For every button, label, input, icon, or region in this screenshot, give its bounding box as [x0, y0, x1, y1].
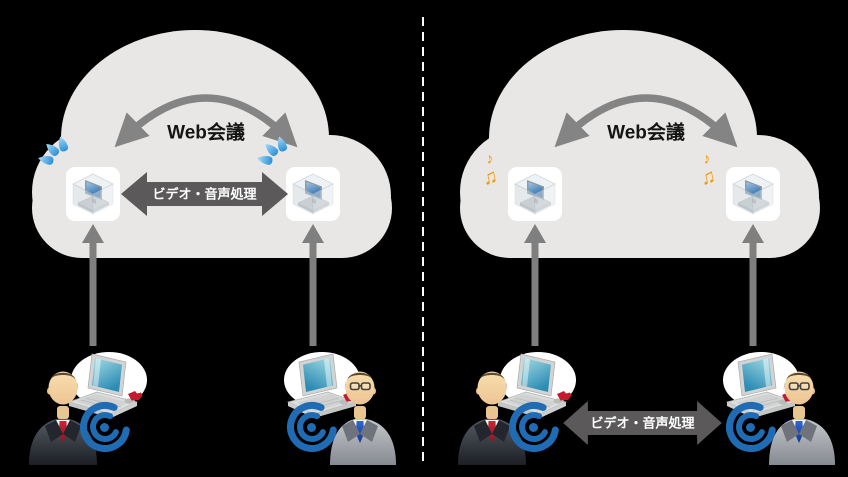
user-with-laptop-left — [29, 352, 147, 465]
upload-arrow — [302, 224, 324, 346]
cloud-server-icon — [285, 166, 341, 222]
web-conference-label-right: Web会議 — [607, 121, 685, 144]
processing-label-endpoints: ビデオ・音声処理 — [590, 416, 694, 431]
cloud-server-icon — [507, 166, 563, 222]
upload-arrow — [742, 224, 764, 346]
cloud-right — [460, 30, 820, 258]
music-note-icon: ♫ — [480, 165, 499, 190]
upload-arrow — [82, 224, 104, 346]
user-with-laptop-right — [284, 352, 396, 465]
music-note-icon: ♪ — [701, 150, 712, 168]
cloud-left — [32, 30, 392, 258]
music-note-icon: ♫ — [698, 165, 717, 190]
upload-arrow — [524, 224, 546, 346]
user-with-laptop-left — [458, 352, 576, 465]
cloud-server-icon — [65, 166, 121, 222]
cloud-server-icon — [725, 166, 781, 222]
web-conference-label-left: Web会議 — [167, 121, 245, 144]
music-note-icon: ♪ — [484, 150, 495, 168]
processing-label-cloud: ビデオ・音声処理 — [152, 187, 256, 202]
user-with-laptop-right — [723, 352, 835, 465]
